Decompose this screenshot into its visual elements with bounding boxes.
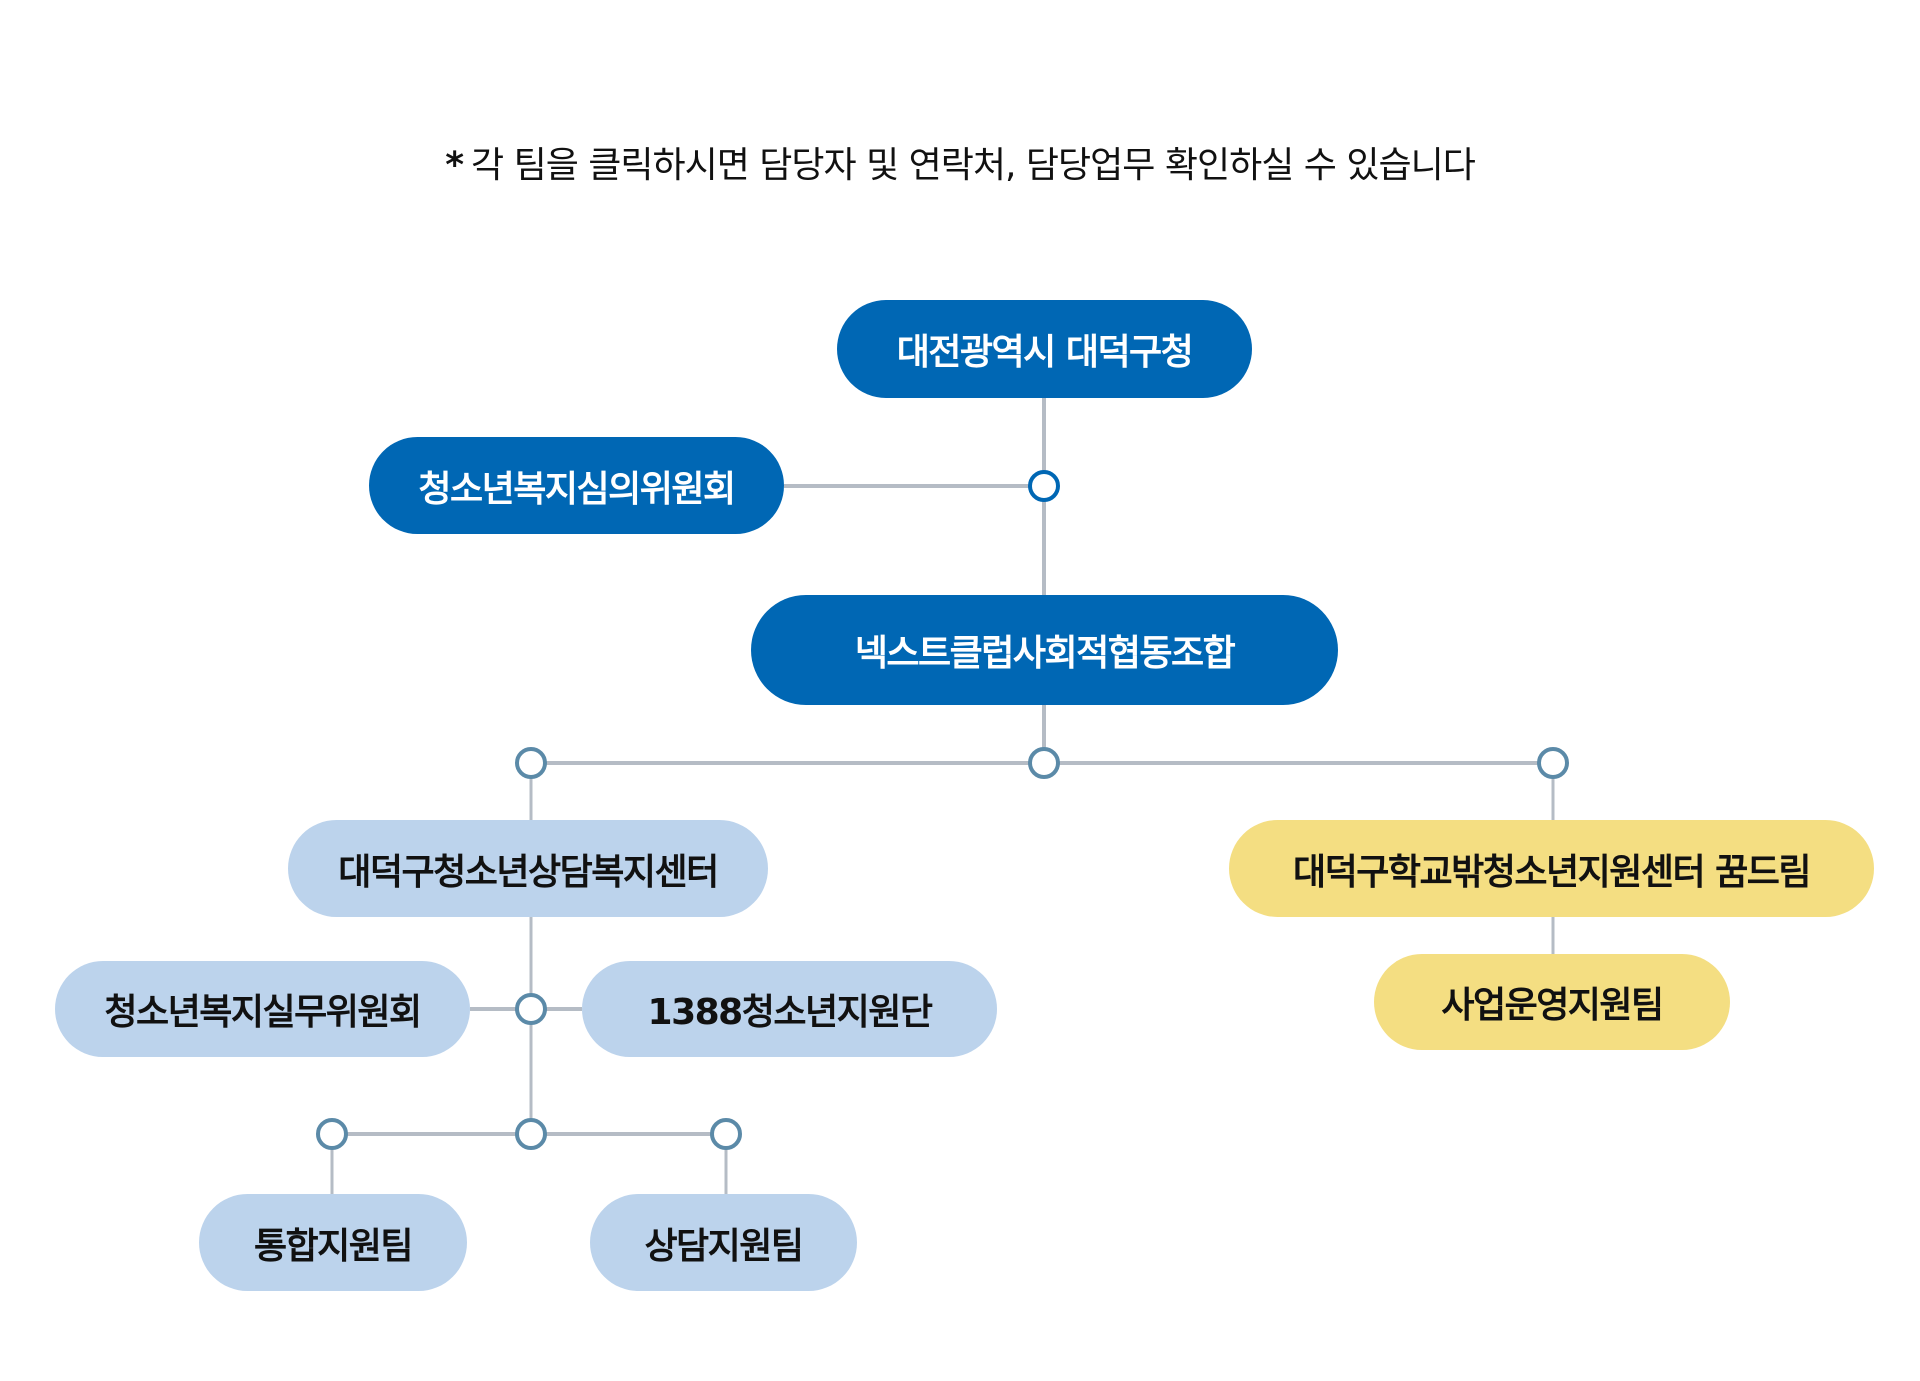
junction-dot xyxy=(1537,747,1569,779)
node-out-of-school-center[interactable]: 대덕구학교밖청소년지원센터 꿈드림 xyxy=(1229,820,1874,917)
node-integrated-support-team[interactable]: 통합지원팀 xyxy=(199,1194,467,1291)
node-practical-committee[interactable]: 청소년복지실무위원회 xyxy=(55,961,470,1057)
node-business-support-team[interactable]: 사업운영지원팀 xyxy=(1374,954,1730,1050)
junction-dot xyxy=(515,1118,547,1150)
notice-message: 각 팀을 클릭하시면 담당자 및 연락처, 담당업무 확인하실 수 있습니다 xyxy=(471,145,1476,186)
node-counseling-support-team[interactable]: 상담지원팀 xyxy=(590,1194,857,1291)
junction-dot xyxy=(316,1118,348,1150)
asterisk-mark: * xyxy=(445,145,464,186)
node-counseling-center[interactable]: 대덕구청소년상담복지센터 xyxy=(288,820,768,917)
node-cooperative[interactable]: 넥스트클럽사회적협동조합 xyxy=(751,595,1338,705)
notice-text: *각 팀을 클릭하시면 담당자 및 연락처, 담당업무 확인하실 수 있습니다 xyxy=(0,136,1920,188)
node-welfare-council[interactable]: 청소년복지심의위원회 xyxy=(369,437,784,534)
node-support-group-1388[interactable]: 1388청소년지원단 xyxy=(582,961,997,1057)
junction-dot xyxy=(1028,747,1060,779)
junction-dot xyxy=(710,1118,742,1150)
junction-dot xyxy=(1028,470,1060,502)
junction-dot xyxy=(515,993,547,1025)
node-district-office[interactable]: 대전광역시 대덕구청 xyxy=(837,300,1252,398)
junction-dot xyxy=(515,747,547,779)
